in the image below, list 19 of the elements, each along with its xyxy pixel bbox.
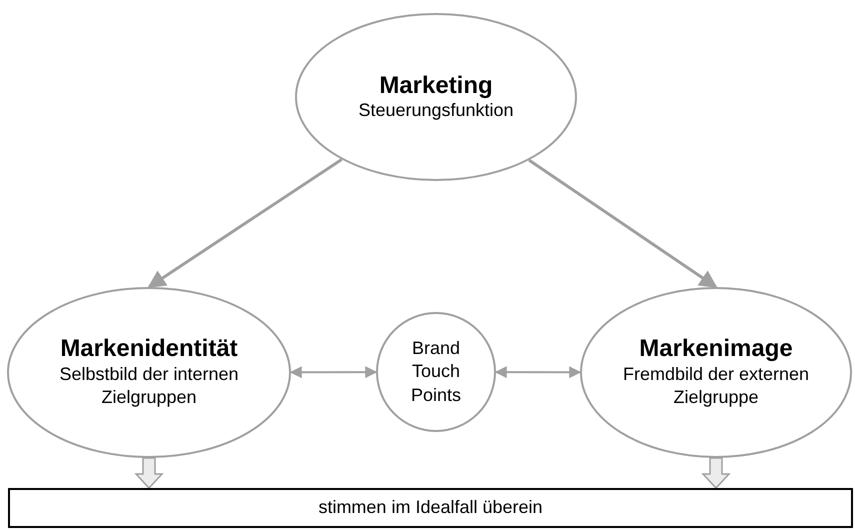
arrow (528, 158, 718, 288)
node-title: Marketing (379, 72, 493, 100)
ellipse-node (580, 287, 852, 458)
block-arrow (701, 457, 731, 490)
node-title: Markenimage (639, 335, 793, 363)
block-arrow (134, 457, 164, 490)
arrow (494, 366, 582, 378)
node-text: Steuerungsfunktion (358, 99, 514, 122)
ellipse-node (7, 287, 291, 458)
node-text: Selbstbild der internen Zielgruppen (58, 362, 240, 410)
ellipse-node (376, 312, 496, 432)
node-text: stimmen im Idealfall überein (318, 496, 543, 520)
result-box (8, 488, 853, 528)
arrow (290, 366, 378, 378)
node-text: Brand Touch Points (410, 336, 462, 407)
ellipse-node (295, 13, 577, 181)
node-title: Markenidentität (60, 335, 238, 363)
node-text: Fremdbild der externen Zielgruppe (622, 362, 810, 410)
arrow (148, 158, 342, 288)
